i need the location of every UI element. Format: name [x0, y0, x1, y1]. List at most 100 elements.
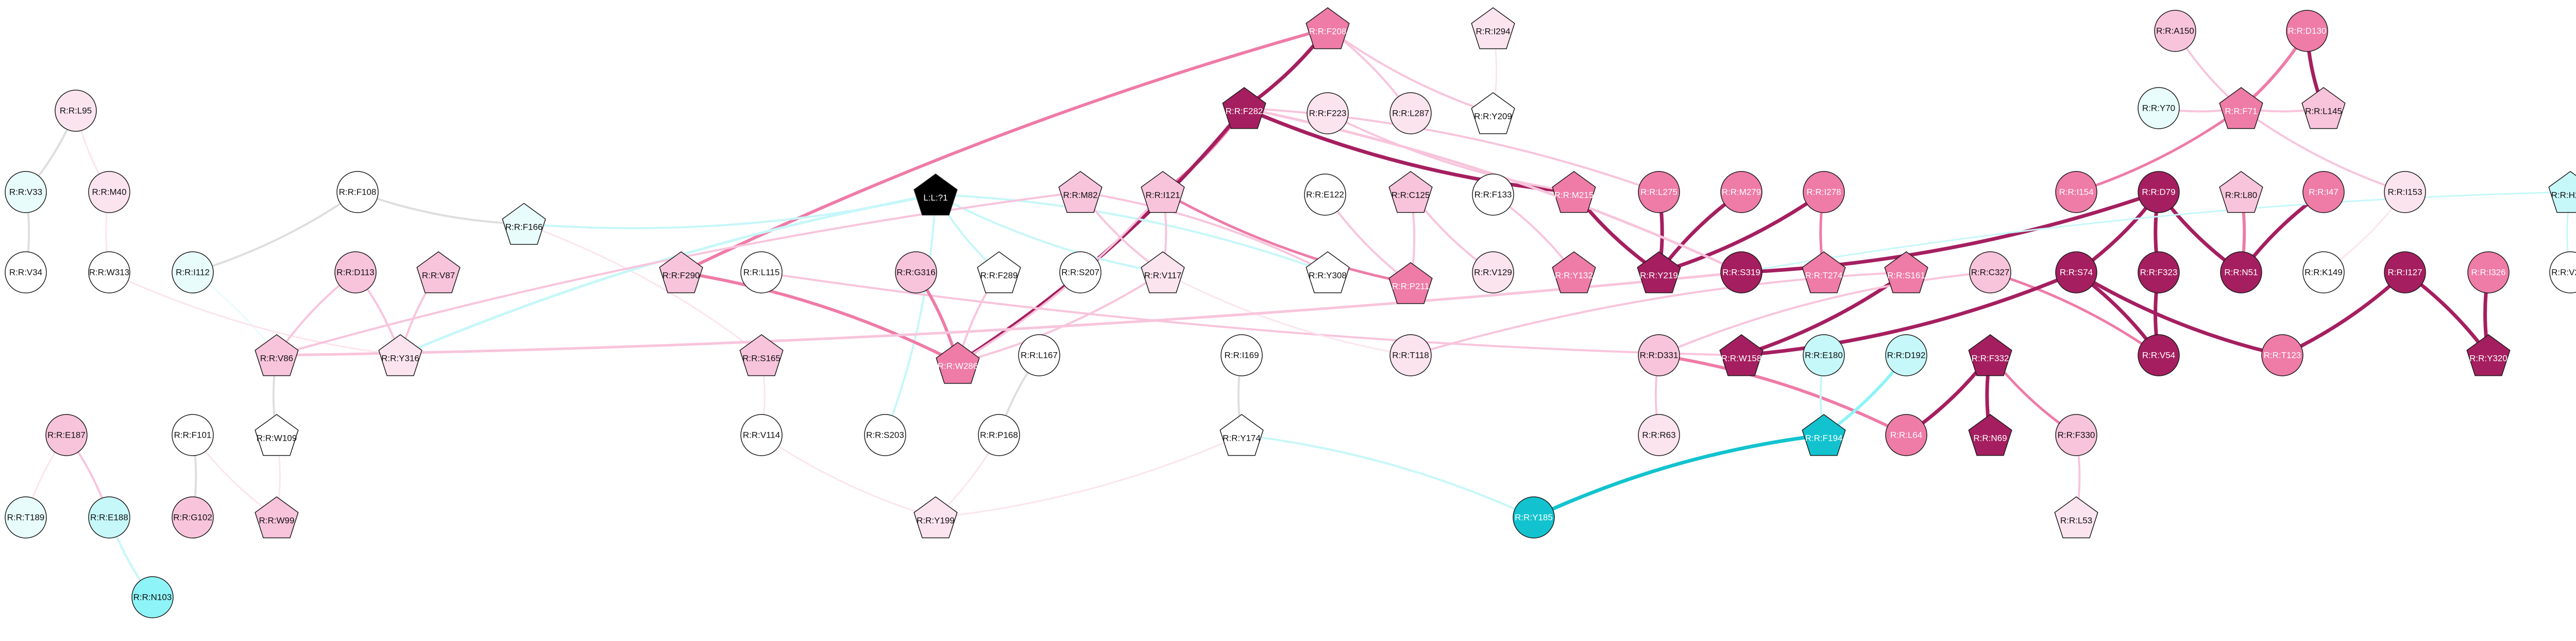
node-m40[interactable]: R:R:M40: [88, 171, 130, 213]
node-v54[interactable]: R:R:V54: [2138, 334, 2180, 376]
node-f166[interactable]: R:R:F166: [502, 203, 546, 245]
node-l71[interactable]: L:L:?1: [913, 174, 958, 216]
node-f108[interactable]: R:R:F108: [336, 171, 379, 213]
node-f223[interactable]: R:R:F223: [1307, 92, 1349, 134]
node-g102[interactable]: R:R:G102: [172, 496, 214, 539]
node-h296[interactable]: R:R:H296: [2548, 171, 2576, 213]
node-f194[interactable]: R:R:F194: [1802, 414, 1846, 456]
node-y70[interactable]: R:R:Y70: [2138, 87, 2180, 129]
node-f332[interactable]: R:R:F332: [1968, 334, 2012, 376]
node-d130[interactable]: R:R:D130: [2286, 10, 2328, 52]
node-f289[interactable]: R:R:F289: [977, 251, 1021, 293]
node-n51[interactable]: R:R:N51: [2220, 251, 2262, 293]
node-c327[interactable]: R:R:C327: [1969, 251, 2011, 293]
node-d192[interactable]: R:R:D192: [1885, 334, 1927, 376]
node-f282[interactable]: R:R:F282: [1222, 87, 1266, 129]
node-v33[interactable]: R:R:V33: [5, 171, 47, 213]
node-f323[interactable]: R:R:F323: [2138, 251, 2180, 293]
node-g316[interactable]: R:R:G316: [895, 251, 937, 293]
node-a150[interactable]: R:R:A150: [2154, 10, 2196, 52]
node-v34[interactable]: R:R:V34: [5, 251, 47, 293]
node-v297[interactable]: R:R:V297: [2549, 251, 2576, 293]
node-label: R:R:V117: [1144, 271, 1181, 281]
node-f208[interactable]: R:R:F208: [1306, 7, 1350, 49]
node-i326[interactable]: R:R:I326: [2467, 251, 2510, 293]
node-i121[interactable]: R:R:I121: [1141, 171, 1185, 213]
node-s161[interactable]: R:R:S161: [1884, 251, 1928, 293]
node-f71[interactable]: R:R:F71: [2219, 87, 2263, 129]
node-y174[interactable]: R:R:Y174: [1219, 414, 1264, 456]
node-e180[interactable]: R:R:E180: [1803, 334, 1845, 376]
node-l145[interactable]: R:R:L145: [2301, 87, 2346, 129]
node-t274[interactable]: R:R:T274: [1802, 251, 1846, 293]
node-s74[interactable]: R:R:S74: [2055, 251, 2097, 293]
node-y320[interactable]: R:R:Y320: [2466, 334, 2511, 376]
node-n103[interactable]: R:R:N103: [131, 576, 174, 618]
node-l95[interactable]: R:R:L95: [55, 90, 97, 132]
node-v129[interactable]: R:R:V129: [1472, 251, 1514, 293]
node-t189[interactable]: R:R:T189: [5, 496, 47, 539]
node-shape: [131, 576, 174, 618]
node-y219[interactable]: R:R:Y219: [1637, 251, 1681, 293]
node-label: R:R:I121: [1145, 190, 1180, 200]
node-t118[interactable]: R:R:T118: [1389, 334, 1432, 376]
node-i278[interactable]: R:R:I278: [1803, 171, 1845, 213]
node-y199[interactable]: R:R:Y199: [913, 496, 958, 539]
node-e122[interactable]: R:R:E122: [1304, 174, 1346, 216]
node-m82[interactable]: R:R:M82: [1058, 171, 1103, 213]
node-v86[interactable]: R:R:V86: [255, 334, 299, 376]
node-t123[interactable]: R:R:T123: [2261, 334, 2303, 376]
node-s165[interactable]: R:R:S165: [739, 334, 784, 376]
node-l80[interactable]: R:R:L80: [2219, 171, 2263, 213]
node-d331[interactable]: R:R:D331: [1638, 334, 1680, 376]
node-f330[interactable]: R:R:F330: [2055, 414, 2097, 456]
node-e188[interactable]: R:R:E188: [88, 496, 130, 539]
node-l275[interactable]: R:R:L275: [1638, 171, 1680, 213]
node-v114[interactable]: R:R:V114: [740, 414, 783, 456]
node-y185[interactable]: R:R:Y185: [1513, 496, 1555, 539]
node-w158[interactable]: R:R:W158: [1719, 334, 1764, 376]
node-i154[interactable]: R:R:I154: [2055, 171, 2097, 213]
node-shape: [1884, 251, 1928, 293]
node-i47[interactable]: R:R:I47: [2302, 171, 2345, 213]
node-i112[interactable]: R:R:I112: [172, 251, 214, 293]
node-i169[interactable]: R:R:I169: [1221, 334, 1263, 376]
node-w99[interactable]: R:R:W99: [255, 496, 299, 539]
node-w313[interactable]: R:R:W313: [88, 251, 130, 293]
node-w286[interactable]: R:R:W286: [936, 342, 980, 384]
node-y209[interactable]: R:R:Y209: [1471, 92, 1515, 134]
node-i153[interactable]: R:R:I153: [2384, 171, 2426, 213]
node-p211[interactable]: R:R:P211: [1388, 262, 1433, 304]
node-l53[interactable]: R:R:L53: [2054, 496, 2098, 539]
node-k149[interactable]: R:R:K149: [2302, 251, 2345, 293]
node-s207[interactable]: R:R:S207: [1059, 251, 1101, 293]
node-label: R:R:T123: [2264, 351, 2301, 360]
node-y316[interactable]: R:R:Y316: [378, 334, 422, 376]
node-s319[interactable]: R:R:S319: [1720, 251, 1762, 293]
node-w109[interactable]: R:R:W109: [255, 414, 299, 456]
node-l167[interactable]: R:R:L167: [1018, 334, 1060, 376]
node-l287[interactable]: R:R:L287: [1389, 92, 1432, 134]
node-f290[interactable]: R:R:F290: [659, 251, 703, 293]
node-f101[interactable]: R:R:F101: [172, 414, 214, 456]
node-p168[interactable]: R:R:P168: [978, 414, 1020, 456]
node-i127[interactable]: R:R:I127: [2384, 251, 2426, 293]
node-e187[interactable]: R:R:E187: [45, 414, 88, 456]
node-n69[interactable]: R:R:N69: [1968, 414, 2012, 456]
node-d113[interactable]: R:R:D113: [334, 251, 377, 293]
node-l64[interactable]: R:R:L64: [1885, 414, 1927, 456]
node-l115[interactable]: R:R:L115: [740, 251, 783, 293]
node-m215[interactable]: R:R:M215: [1552, 171, 1596, 213]
node-y308[interactable]: R:R:Y308: [1306, 251, 1350, 293]
node-m279[interactable]: R:R:M279: [1720, 171, 1762, 213]
node-v87[interactable]: R:R:V87: [416, 251, 461, 293]
node-v117[interactable]: R:R:V117: [1141, 251, 1185, 293]
node-d79[interactable]: R:R:D79: [2138, 171, 2180, 213]
node-y132[interactable]: R:R:Y132: [1552, 251, 1596, 293]
node-r63[interactable]: R:R:R63: [1638, 414, 1680, 456]
node-i294[interactable]: R:R:I294: [1471, 7, 1515, 49]
node-c125[interactable]: R:R:C125: [1388, 171, 1433, 213]
node-shape: [2302, 171, 2345, 213]
node-s203[interactable]: R:R:S203: [864, 414, 906, 456]
node-f133[interactable]: R:R:F133: [1472, 174, 1514, 216]
